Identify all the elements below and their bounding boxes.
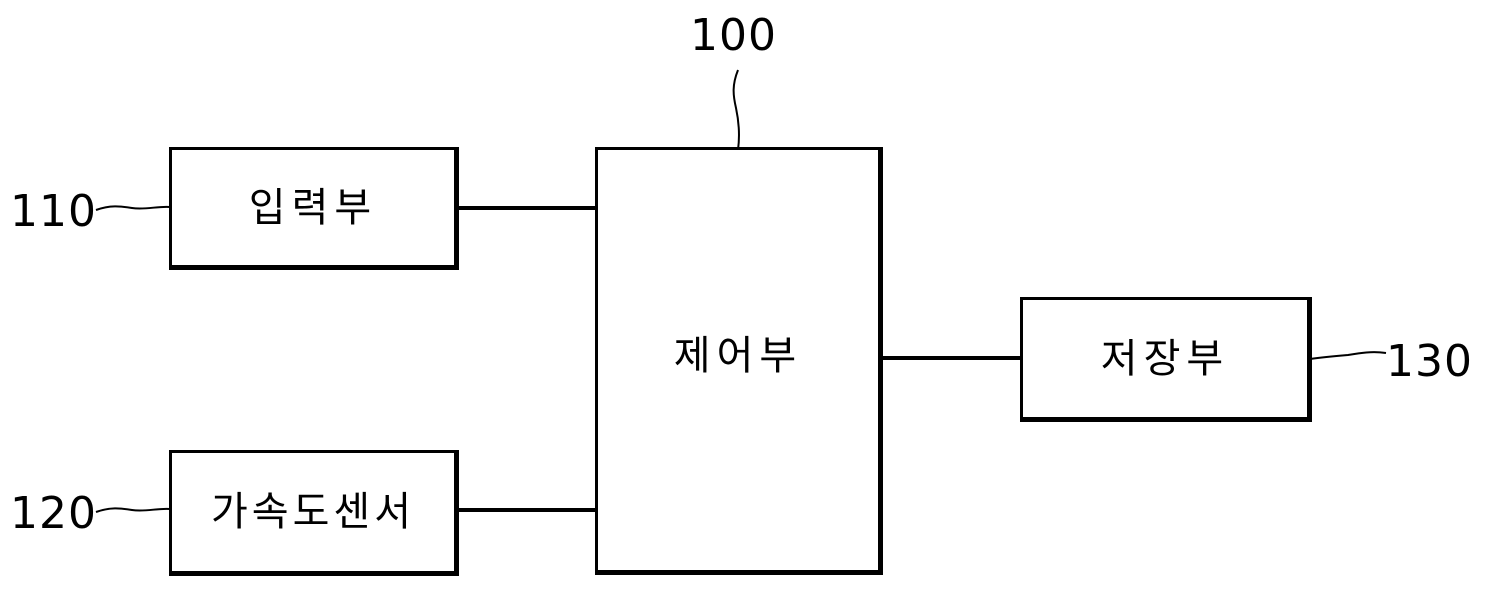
leader-line-120: [95, 507, 171, 513]
input-unit-block: 입력부: [169, 147, 459, 270]
control-unit-label: 제어부: [673, 333, 803, 379]
ref-number-110: 110: [10, 186, 97, 237]
acceleration-sensor-label: 가속도센서: [211, 489, 415, 535]
input-unit-label: 입력부: [248, 184, 378, 231]
leader-line-110: [95, 205, 171, 211]
acceleration-sensor-block: 가속도센서: [169, 450, 459, 576]
storage-unit-block: 저장부: [1020, 297, 1312, 422]
storage-unit-label: 저장부: [1100, 335, 1230, 382]
leader-line-100: [732, 69, 741, 151]
ref-number-120: 120: [10, 488, 97, 539]
leader-line-130: [1309, 351, 1387, 360]
ref-number-100: 100: [690, 10, 777, 61]
control-unit-block: 제어부: [595, 147, 883, 575]
ref-number-130: 130: [1386, 336, 1473, 387]
